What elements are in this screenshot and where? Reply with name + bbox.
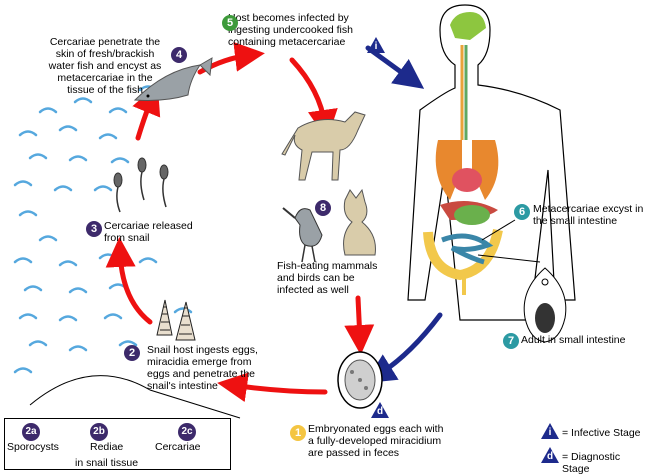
stage-2c-label: Cercariae [155,441,201,453]
step-1-badge: 1 [290,425,306,441]
step-4-badge: 4 [171,47,187,63]
diagnostic-stage-marker-letter: d [376,406,384,417]
legend-infective-label: = Infective Stage [562,427,641,439]
shore-line [29,375,241,419]
stage-2b-badge: 2b [90,423,108,441]
step-6-badge: 6 [514,204,530,220]
cat-illustration [343,188,376,256]
stage-2c-badge: 2c [178,423,196,441]
step-5-badge: 5 [222,15,238,31]
embryonated-egg-illustration [337,351,383,409]
legend-diagnostic-label: = Diagnostic Stage [562,451,621,475]
legend-infective-letter: i [548,427,552,438]
adult-pointer-line [477,254,541,263]
infective-stage-marker: i [367,37,385,53]
dog-illustration [281,111,366,181]
step-7-badge: 7 [503,333,519,349]
step-8-badge: 8 [315,200,331,216]
infection-arrows [365,45,443,383]
infective-stage-marker-letter: i [374,41,378,52]
snail-tissue-caption: in snail tissue [75,457,139,469]
water-waves [13,85,193,374]
step-1-text: Embryonated eggs each with a fully-devel… [308,423,444,459]
fish-illustration [133,57,213,101]
stage-2b-label: Rediae [90,441,124,453]
bird-illustration [282,207,323,263]
diagnostic-stage-marker: d [371,402,389,418]
step-4-text: Cercariae penetrate the skin of fresh/br… [48,36,162,96]
adult-fluke-illustration [523,267,567,343]
legend-diagnostic-icon: d [541,447,559,463]
excyst-pointer-line [481,219,516,241]
step-8-text: Fish-eating mammals and birds can be inf… [277,260,378,296]
step-2-text: Snail host ingests eggs, miracidia emerg… [147,344,258,392]
step-3-badge: 3 [86,221,102,237]
step-6-text: Metacercariae excyst in the small intest… [533,203,644,227]
human-body-illustration [407,4,576,321]
step-2-badge: 2 [124,345,140,361]
legend-diagnostic-letter: d [546,451,554,462]
legend-infective-icon: i [541,423,559,439]
step-7-text: Adult in small intestine [521,334,626,346]
stage-2a-label: Sporocysts [7,441,59,453]
step-3-text: Cercariae released from snail [104,220,193,244]
stage-2a-badge: 2a [22,423,40,441]
step-5-text: Host becomes infected by ingesting under… [228,12,353,48]
cercariae-illustration [113,157,169,213]
snails-illustration [156,299,196,341]
